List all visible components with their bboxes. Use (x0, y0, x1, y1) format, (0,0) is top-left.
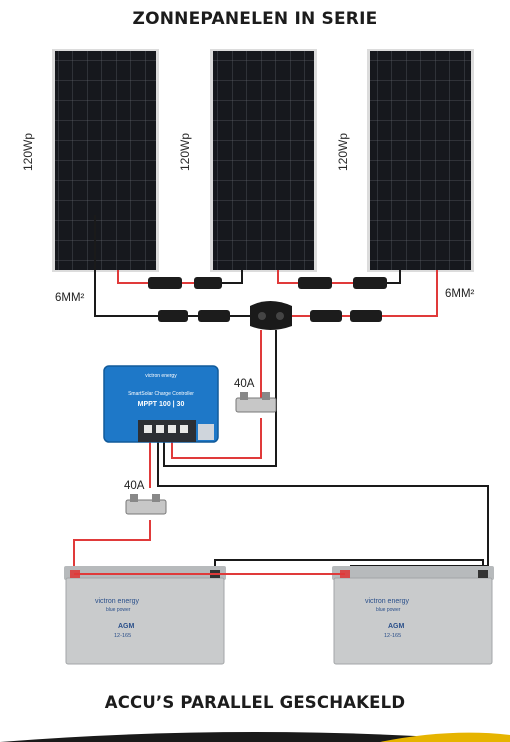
solar-panel-1 (52, 49, 159, 272)
cable-size-left: 6MM² (55, 292, 85, 304)
fuse-lower-rating: 40A (124, 480, 145, 492)
cable-size-right: 6MM² (445, 288, 475, 300)
panel-wires (94, 215, 438, 317)
solar-panel-3 (367, 49, 474, 272)
battery-2-type: AGM (388, 623, 405, 630)
charge-controller: victron energy SmartSolar Charge Control… (103, 365, 219, 443)
battery-interconnect (74, 559, 484, 575)
panel-2-rating: 120Wp (178, 132, 193, 172)
bottom-decoration (0, 732, 510, 742)
controller-model: MPPT 100 | 30 (138, 401, 185, 408)
battery-1-spec: 12-165 (114, 633, 131, 639)
battery-1-tagline: blue power (106, 607, 131, 613)
battery-1-type: AGM (118, 623, 135, 630)
battery-2-spec: 12-165 (384, 633, 401, 639)
battery-1: victron energy blue power AGM 12-165 (64, 566, 226, 665)
branch-connector (250, 301, 292, 330)
fuse-lower (125, 494, 167, 515)
diagram-title: ZONNEPANELEN IN SERIE (132, 9, 378, 29)
bottom-decoration-accent (380, 732, 510, 742)
controller-line1: SmartSolar Charge Controller (128, 391, 194, 397)
battery-2-brand: victron energy (365, 598, 409, 605)
fuse-upper-rating: 40A (234, 378, 255, 390)
controller-brand: victron energy (145, 373, 177, 379)
battery-1-brand: victron energy (95, 598, 139, 605)
mc4-connectors (148, 277, 387, 322)
diagram-footer-title: ACCU’S PARALLEL GESCHAKELD (104, 693, 406, 712)
battery-2: victron energy blue power AGM 12-165 (332, 566, 494, 665)
fuse-upper (235, 392, 277, 413)
panel-3-rating: 120Wp (336, 132, 351, 172)
solar-panel-2 (210, 49, 317, 272)
panel-1-rating: 120Wp (21, 132, 36, 172)
battery-2-tagline: blue power (376, 607, 401, 613)
